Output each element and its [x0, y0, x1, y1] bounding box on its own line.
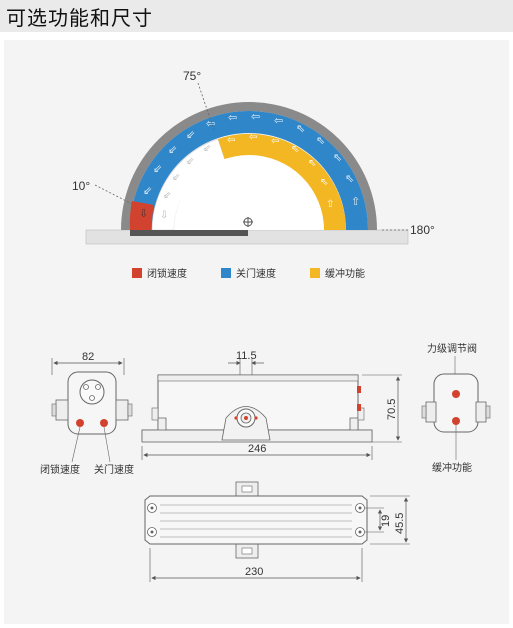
- angle-10-label: 10°: [72, 179, 90, 193]
- outer-arrows: ⇩ ⇙ ⇙ ⇙ ⇙ ⇦ ⇦ ⇦ ⇦ ⇖ ⇖ ⇖ ⇖ ⇧: [139, 111, 360, 220]
- door-leaf: [130, 230, 248, 236]
- legend-label-latching: 闭锁速度: [147, 267, 187, 280]
- dim-front-offset: 11.5: [236, 350, 257, 362]
- svg-text:⇖: ⇖: [291, 144, 299, 155]
- latching-speed-band: [129, 201, 154, 230]
- dim-front-height: 70.5: [386, 399, 398, 420]
- front-view: 11.5 70.5 246: [141, 350, 402, 460]
- power-valve-right: [452, 390, 460, 398]
- svg-text:⇦: ⇦: [249, 132, 257, 143]
- dim-top-length: 230: [245, 566, 263, 578]
- svg-text:⇧: ⇧: [326, 199, 334, 210]
- legend-label-backcheck: 缓冲功能: [325, 267, 365, 280]
- angle-75-label: 75°: [183, 69, 201, 83]
- svg-text:⇙: ⇙: [172, 172, 180, 183]
- dim-side-width: 82: [82, 351, 94, 363]
- legend: 闭锁速度 关门速度 缓冲功能: [132, 267, 365, 280]
- dim-top-outer: 45.5: [394, 513, 406, 534]
- svg-text:⇦: ⇦: [227, 135, 235, 146]
- side-view-left: 82 闭锁速度 关门速度: [40, 351, 134, 476]
- backcheck-valve-right: [452, 417, 460, 425]
- svg-text:⇖: ⇖: [345, 173, 354, 185]
- svg-text:⇙: ⇙: [186, 129, 195, 141]
- legend-swatch-red: [132, 268, 142, 278]
- closing-valve-left: [100, 419, 108, 427]
- svg-text:⇖: ⇖: [320, 177, 328, 188]
- svg-text:⇙: ⇙: [163, 190, 171, 201]
- svg-text:⇖: ⇖: [333, 152, 342, 164]
- svg-text:⇦: ⇦: [271, 136, 279, 147]
- svg-text:⇙: ⇙: [203, 143, 211, 154]
- door-swing-arc-diagram: ⇩ ⇙ ⇙ ⇙ ⇙ ⇦ ⇦ ⇦ ⇦ ⇖ ⇖ ⇖ ⇖ ⇧ ⇩ ⇙ ⇙ ⇙ ⇙ ⇦ …: [72, 69, 435, 245]
- backcheck-band: [218, 133, 346, 230]
- dim-top-inner: 19: [380, 515, 392, 527]
- inner-fill: [174, 155, 324, 230]
- svg-text:⇖: ⇖: [316, 135, 325, 147]
- svg-text:⇧: ⇧: [351, 196, 360, 208]
- dim-front-length: 246: [248, 443, 266, 455]
- svg-text:⇩: ⇩: [139, 208, 148, 220]
- svg-text:⇩: ⇩: [160, 210, 168, 221]
- svg-text:⇦: ⇦: [274, 115, 283, 127]
- latching-valve-left: [76, 419, 84, 427]
- callout-closing-speed: 关门速度: [94, 463, 134, 476]
- svg-text:⇙: ⇙: [168, 144, 177, 156]
- legend-swatch-blue: [221, 268, 231, 278]
- svg-text:⇙: ⇙: [153, 163, 162, 175]
- legend-swatch-yellow: [310, 268, 320, 278]
- callout-power-adjust-valve: 力级调节阀: [427, 342, 477, 355]
- legend-label-closing: 关门速度: [236, 267, 276, 280]
- svg-text:⇦: ⇦: [228, 112, 237, 124]
- inner-arrows: ⇩ ⇙ ⇙ ⇙ ⇙ ⇦ ⇦ ⇦ ⇖ ⇖ ⇖ ⇧: [160, 132, 334, 221]
- svg-text:⇦: ⇦: [251, 111, 260, 123]
- section-header: 可选功能和尺寸: [0, 0, 513, 32]
- svg-text:⇙: ⇙: [143, 185, 152, 197]
- side-view-right: 力级调节阀 缓冲功能: [421, 342, 491, 474]
- svg-text:⇦: ⇦: [206, 118, 215, 130]
- svg-text:⇖: ⇖: [308, 158, 316, 169]
- svg-text:⇙: ⇙: [186, 156, 194, 167]
- closing-speed-band: [130, 111, 368, 230]
- top-view: 19 45.5 230: [144, 481, 410, 582]
- callout-latching-speed: 闭锁速度: [40, 463, 80, 476]
- svg-text:⇖: ⇖: [296, 123, 305, 135]
- angle-180-label: 180°: [410, 223, 435, 237]
- callout-backcheck: 缓冲功能: [432, 461, 472, 474]
- section-title: 可选功能和尺寸: [6, 5, 153, 30]
